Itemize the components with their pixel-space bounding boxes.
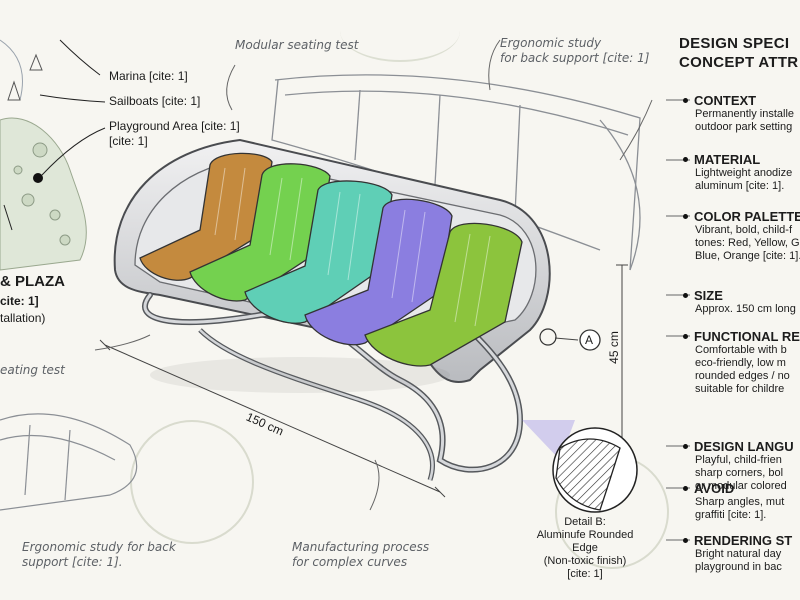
spec-functional: FUNCTIONAL RE Comfortable with b eco-fri…: [683, 329, 800, 396]
spec-head: SIZE: [683, 288, 800, 303]
spec-body: Bright natural day playground in bac: [695, 548, 782, 573]
note-modular-seating: Modular seating test: [235, 38, 359, 52]
spec-size: SIZE Approx. 150 cm long: [683, 288, 800, 316]
note-seating-test-left: eating test: [0, 363, 65, 377]
callout-a-circle: [579, 329, 601, 351]
spec-body: Approx. 150 cm long: [695, 303, 796, 315]
plaza-cite: cite: 1]: [0, 294, 39, 308]
specs-title-line2: CONCEPT ATTR: [679, 54, 799, 71]
detail-b: [522, 420, 638, 513]
detail-b-line2: (Non-toxic finish): [543, 555, 627, 567]
seats: [139, 152, 523, 367]
detail-b-line1: Aluminufe Rounded Edge: [536, 529, 634, 554]
detail-b-title: Detail B:: [564, 516, 606, 528]
plaza-installation: tallation): [0, 311, 46, 325]
plaza-title: & PLAZA: [0, 273, 65, 290]
spec-body: Lightweight anodize aluminum [cite: 1].: [695, 167, 793, 192]
spec-head: MATERIAL: [683, 152, 800, 167]
map-label-marina: Marina [cite: 1]: [109, 69, 188, 83]
note-ergonomic-top: Ergonomic study for back support [cite: …: [500, 36, 650, 65]
note-arrows: [94, 39, 690, 541]
seat-teal: [244, 180, 393, 324]
spec-head: AVOID: [683, 481, 800, 496]
map-label-sailboats: Sailboats [cite: 1]: [109, 94, 201, 108]
spec-head: CONTEXT: [683, 93, 800, 108]
spec-body: Permanently installe outdoor park settin…: [695, 108, 795, 133]
wireframe-bench-small: [0, 413, 138, 511]
coffee-stain: [340, 0, 460, 62]
spec-material: MATERIAL Lightweight anodize aluminum [c…: [683, 152, 800, 193]
spec-head: RENDERING ST: [683, 533, 800, 548]
sailboat-icon: [29, 53, 43, 71]
spec-avoid: AVOID Sharp angles, mut graffiti [cite: …: [683, 481, 800, 522]
spec-head: FUNCTIONAL RE: [683, 329, 800, 344]
spec-head: COLOR PALETTE: [683, 209, 800, 224]
spec-body: Sharp angles, mut graffiti [cite: 1].: [695, 496, 785, 521]
seat-purple: [304, 198, 453, 346]
spec-head: DESIGN LANGU: [683, 439, 800, 454]
spec-color-palette: COLOR PALETTE Vibrant, bold, child-f ton…: [683, 209, 800, 263]
park-map: [0, 39, 106, 271]
sailboat-icon: [7, 80, 21, 101]
map-label-playground: Playground Area [cite: 1] [cite: 1]: [109, 119, 240, 148]
spec-context: CONTEXT Permanently installe outdoor par…: [683, 93, 800, 134]
spec-body: Comfortable with b eco-friendly, low m r…: [695, 344, 790, 395]
specs-title-line1: DESIGN SPECI: [679, 35, 790, 52]
design-specs-panel: DESIGN SPECI CONCEPT ATTR: [672, 34, 800, 72]
seat-lime: [364, 222, 523, 367]
detail-b-caption: Detail B: Aluminufe Rounded Edge (Non-to…: [525, 516, 645, 581]
seat-green: [189, 163, 331, 302]
dimension-height: 45 cm: [606, 331, 621, 364]
note-ergonomic-bottom: Ergonomic study for back support [cite: …: [22, 540, 176, 569]
callout-a-label: A: [585, 333, 594, 347]
note-manufacturing: Manufacturing process for complex curves: [292, 540, 430, 569]
detail-b-line3: [cite: 1]: [567, 568, 603, 580]
spec-body: Vibrant, bold, child-f tones: Red, Yello…: [695, 224, 800, 262]
seat-orange: [139, 152, 273, 281]
spec-rendering: RENDERING ST Bright natural day playgrou…: [683, 533, 800, 574]
